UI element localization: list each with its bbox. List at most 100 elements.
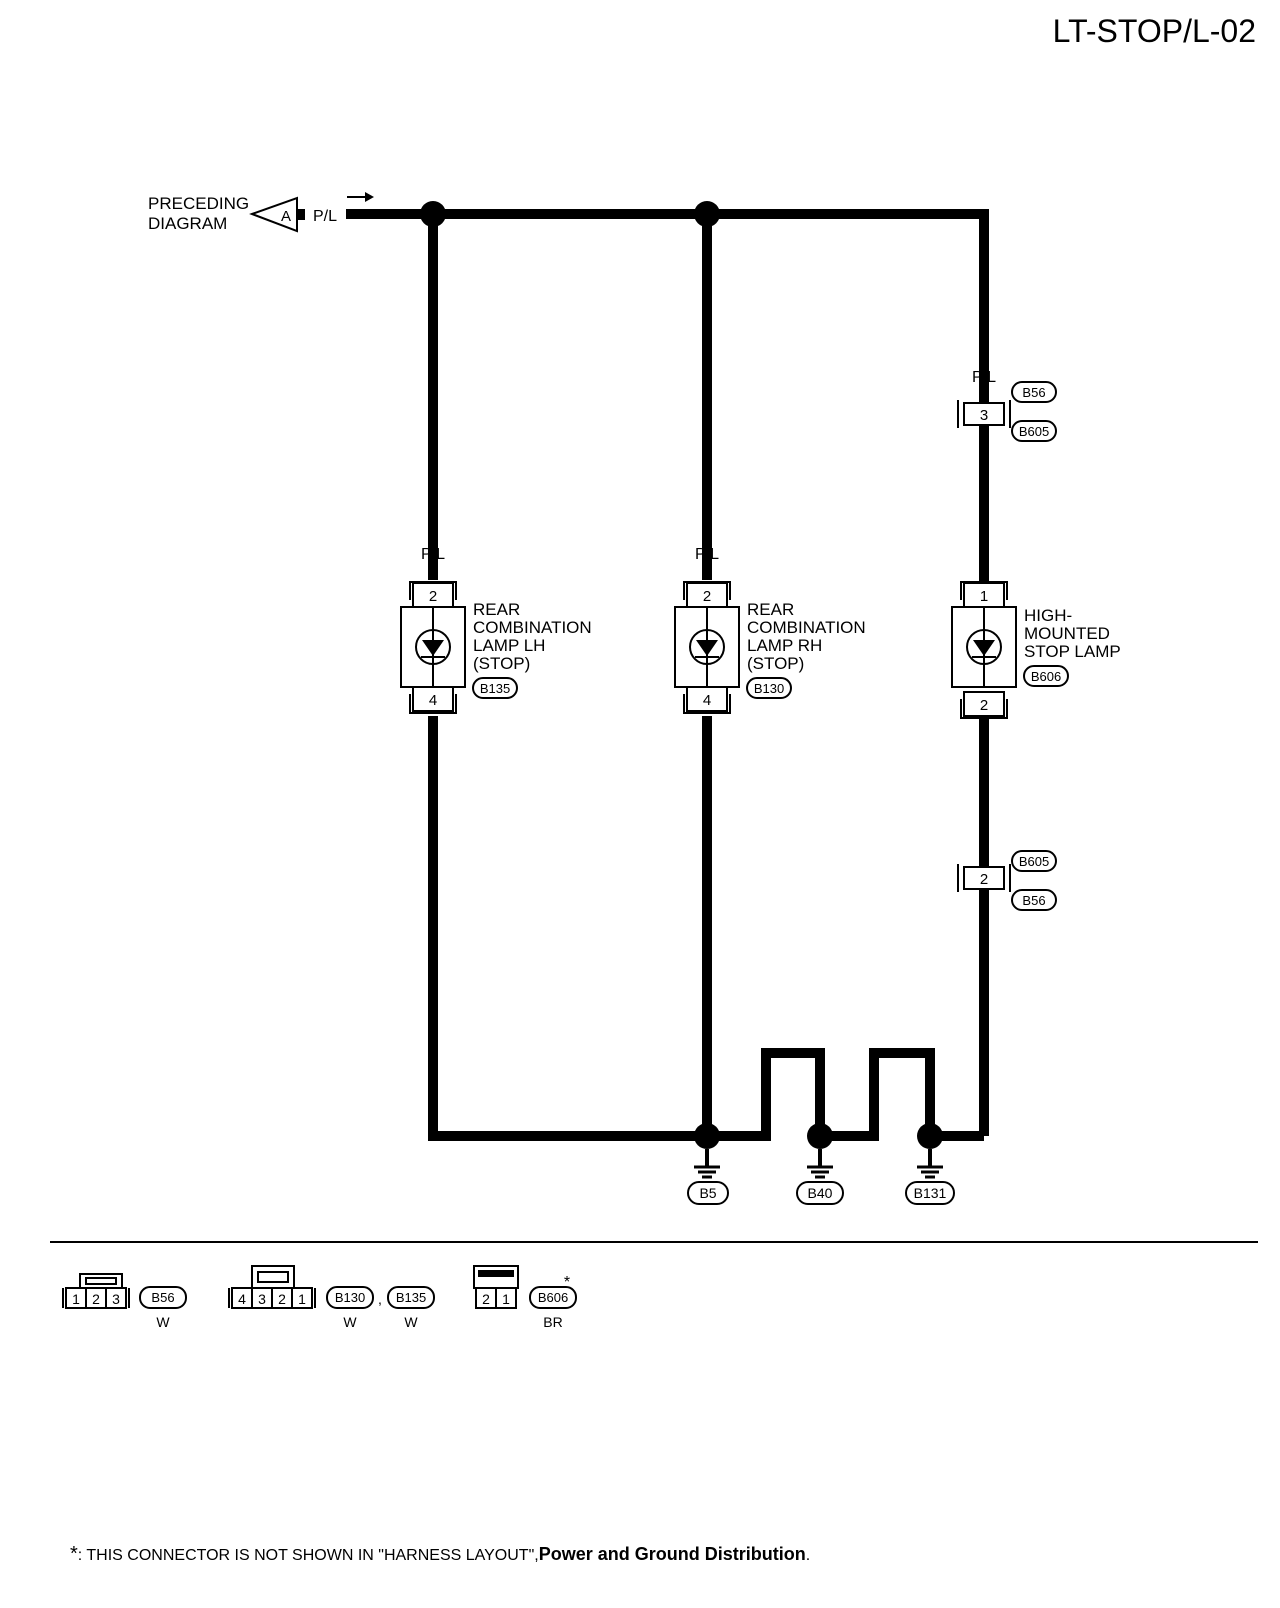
wires [346,209,989,1141]
connector-view-b606: 2 1 B606 * BR [473,1265,577,1330]
junction-bottom-conn-upper: B605 [1019,854,1049,869]
connector-bracket [960,699,1008,719]
footnote: *: THIS CONNECTOR IS NOT SHOWN IN "HARNE… [70,1543,810,1565]
junction-connector-top: P/L 3 B56 B605 [957,369,1057,442]
footnote-mark: * [70,1543,78,1565]
lh-name-line4: (STOP) [473,654,530,673]
connector-view-b130-b135: 4 3 2 1 B130 , B135 W W [228,1265,435,1330]
rh-pin-bottom-box [686,686,728,712]
junction-top-pin-box [963,402,1005,426]
lh-pin-bottom-box [412,686,454,712]
connector-pin-number: 2 [92,1291,100,1307]
footnote-end: . [806,1547,810,1564]
junction-top-wire-color: P/L [972,369,996,386]
hm-pin-top: 1 [980,588,988,605]
connector-view-label: B56 [151,1290,174,1305]
connector-id-badge [1011,381,1057,403]
connector-pin-number: 3 [112,1291,120,1307]
ground-icon [807,1149,833,1179]
connector-view-label: B606 [538,1290,568,1305]
connector-pin-number: 1 [72,1291,80,1307]
ground-b5: B5 [687,1149,729,1205]
connector-id-badge [139,1286,187,1309]
connector-bracket [409,581,457,600]
splice-point [917,1123,943,1149]
rear-combination-lamp-rh: P/L 2 4 B REAR COMBINATION LAMP RH (STOP… [674,546,866,751]
ground-wire-labels: B B B B B B B [428,1087,990,1104]
connector-bracket [683,581,731,600]
connector-view-b56: 1 2 3 B56 W [62,1273,187,1330]
connector-color: W [404,1314,418,1330]
ground-icon [694,1149,720,1179]
footnote-reference: Power and Ground Distribution [539,1544,806,1564]
ground-b40: B40 [796,1149,844,1205]
connector-color: W [156,1314,170,1330]
footnote-main: : THIS CONNECTOR IS NOT SHOWN IN "HARNES… [78,1547,539,1564]
wire-ground-bridge-1 [707,1048,825,1141]
connector-pin-number: 1 [502,1291,510,1307]
lh-name-line2: COMBINATION [473,618,592,637]
wire-ground-bridge-2 [820,1048,935,1141]
connector-id-badge [746,677,792,699]
high-mounted-stop-lamp: 1 2 HIGH- MOUNTED STOP LAMP B606 [951,581,1121,719]
diode-icon [422,640,444,656]
rh-name-line1: REAR [747,600,794,619]
connector-color: W [343,1314,357,1330]
lh-wire-top: P/L [421,546,445,563]
hm-connector: B606 [1031,669,1061,684]
footnote-text: *: THIS CONNECTOR IS NOT SHOWN IN "HARNE… [70,1543,810,1565]
preceding-label-line2: DIAGRAM [148,214,227,233]
hm-name-line2: MOUNTED [1024,624,1110,643]
connector-bracket [960,581,1008,600]
connector-pin-number: 4 [238,1291,246,1307]
junction-bottom-pin: 2 [980,871,988,888]
connector-bracket [409,694,457,714]
wire-color-label: B [428,1087,439,1104]
connector-id-badge [1011,889,1057,911]
wire-color-label: B [815,1087,826,1104]
junction-top-pin: 3 [980,407,988,424]
ground-b131: B131 [905,1149,955,1205]
junction-bottom-conn-lower: B56 [1022,893,1045,908]
connector-id-badge [1011,420,1057,442]
current-flow-arrow-icon [347,192,374,202]
ground-id-badge [905,1181,955,1205]
rh-pin-bottom: 4 [703,692,711,709]
splice-point [420,201,446,227]
connector-id-badge [529,1286,577,1309]
rh-wire-bottom: B [702,734,713,751]
connector-pin-number: 1 [298,1291,306,1307]
lh-name-line1: REAR [473,600,520,619]
splice-point [807,1123,833,1149]
rear-combination-lamp-lh: P/L 2 4 B REAR COMBINATION LAMP LH (STOP… [400,546,592,751]
page-title: LT-STOP/L-02 [1053,13,1256,49]
ground-id-badge [796,1181,844,1205]
lh-pin-bottom: 4 [429,692,437,709]
connector-bracket [683,694,731,714]
connector-id-badge [326,1286,374,1309]
connector-view-label: B135 [396,1290,426,1305]
wire-supply-pl [346,209,989,405]
rh-pin-top-box [686,582,728,608]
preceding-connector-flag [249,196,298,233]
connector-id-badge [1023,665,1069,687]
rh-name-line4: (STOP) [747,654,804,673]
wire-lh-ground [428,716,707,1141]
preceding-connector-terminal [298,209,305,220]
preceding-connector-letter: A [281,208,291,225]
diode-icon [973,640,995,656]
connector-pin-cell [291,1287,313,1309]
connector-pin-number: 2 [482,1291,490,1307]
rh-connector: B130 [754,681,784,696]
junction-top-conn-upper: B56 [1022,385,1045,400]
ground-label-b5: B5 [699,1185,716,1201]
connector-id-badge [472,677,518,699]
hm-pin-bottom-box [963,691,1005,717]
rh-wire-top: P/L [695,546,719,563]
connector-pin-cell [105,1287,127,1309]
rh-pin-top: 2 [703,588,711,605]
wire-color-label: B [979,1087,990,1104]
junction-bottom-wire-color: B [979,906,990,923]
wire-color-label: B [925,1087,936,1104]
